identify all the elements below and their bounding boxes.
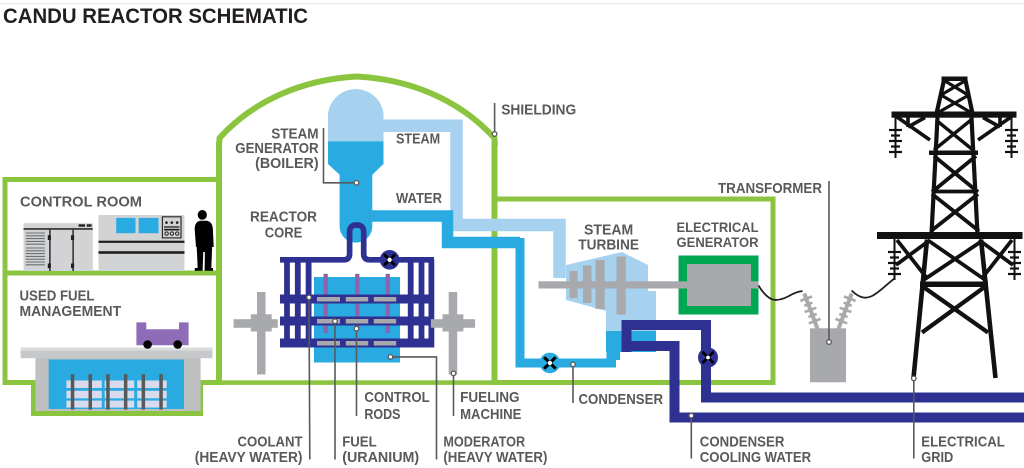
- svg-text:STEAM: STEAM: [584, 222, 633, 239]
- svg-text:USED FUEL: USED FUEL: [20, 287, 95, 304]
- svg-text:MODERATOR: MODERATOR: [443, 433, 525, 450]
- svg-text:COOLING WATER: COOLING WATER: [700, 449, 811, 466]
- svg-text:STEAM: STEAM: [271, 126, 318, 143]
- svg-text:GENERATOR: GENERATOR: [677, 234, 759, 250]
- svg-text:CANDU REACTOR SCHEMATIC: CANDU REACTOR SCHEMATIC: [3, 5, 308, 28]
- svg-text:CONDENSER: CONDENSER: [700, 433, 785, 450]
- svg-text:STEAM: STEAM: [396, 130, 440, 147]
- svg-text:FUELING: FUELING: [460, 389, 519, 406]
- svg-text:CORE: CORE: [265, 225, 303, 242]
- svg-text:ELECTRICAL: ELECTRICAL: [677, 219, 759, 235]
- svg-text:ELECTRICAL: ELECTRICAL: [921, 433, 1005, 450]
- svg-text:MANAGEMENT: MANAGEMENT: [20, 303, 122, 320]
- svg-text:(BOILER): (BOILER): [255, 155, 319, 172]
- svg-text:GENERATOR: GENERATOR: [235, 140, 318, 157]
- svg-text:RODS: RODS: [364, 406, 400, 423]
- svg-text:FUEL: FUEL: [342, 433, 377, 450]
- svg-text:CONDENSER: CONDENSER: [579, 391, 664, 408]
- svg-text:REACTOR: REACTOR: [250, 209, 317, 226]
- svg-text:SHIELDING: SHIELDING: [501, 102, 576, 119]
- svg-text:(HEAVY WATER): (HEAVY WATER): [195, 449, 303, 466]
- svg-text:CONTROL ROOM: CONTROL ROOM: [20, 193, 142, 210]
- svg-text:WATER: WATER: [396, 190, 442, 207]
- svg-text:TURBINE: TURBINE: [578, 237, 639, 254]
- svg-text:MACHINE: MACHINE: [460, 406, 521, 423]
- svg-text:GRID: GRID: [921, 449, 953, 466]
- svg-text:(HEAVY WATER): (HEAVY WATER): [443, 449, 547, 466]
- svg-text:TRANSFORMER: TRANSFORMER: [718, 180, 822, 197]
- svg-text:COOLANT: COOLANT: [238, 433, 303, 450]
- svg-text:(URANIUM): (URANIUM): [342, 449, 419, 466]
- svg-text:CONTROL: CONTROL: [364, 389, 429, 406]
